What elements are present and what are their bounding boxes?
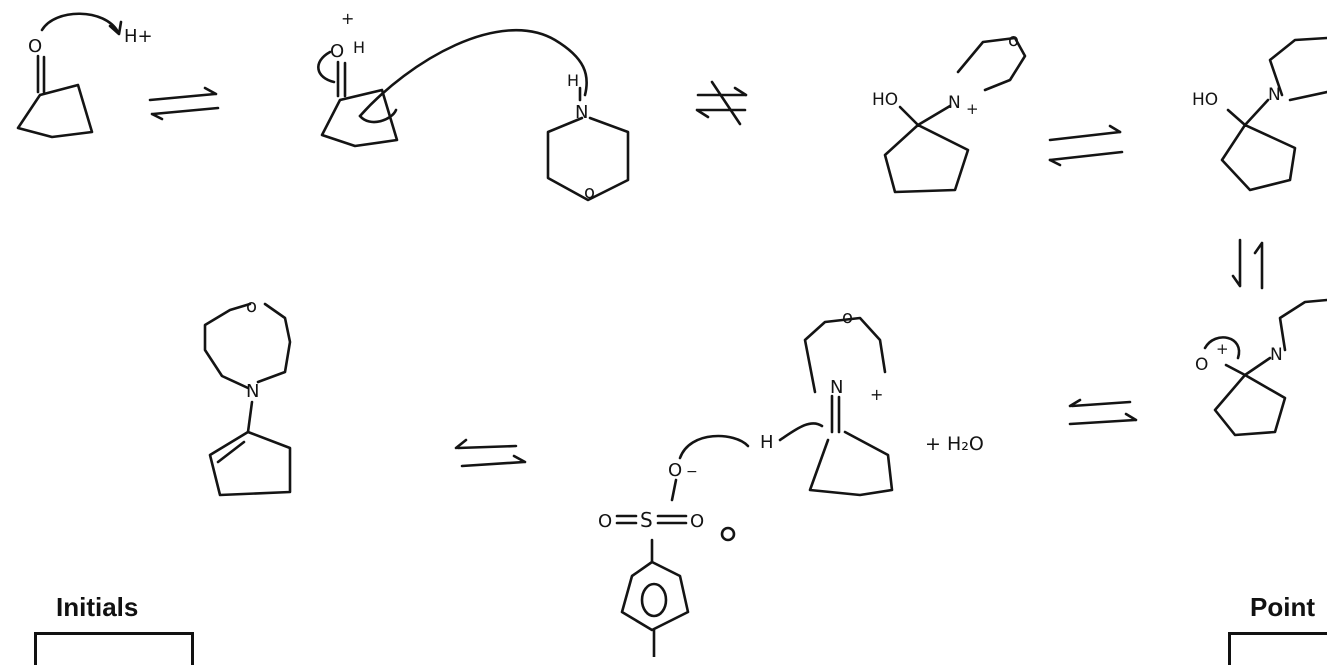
arrow-head — [108, 20, 123, 36]
equilibrium-arrow-2 — [695, 80, 748, 126]
sulfonate-o-right: O — [690, 511, 704, 532]
morpholine-n: N — [575, 102, 588, 123]
morpholine: N H o — [546, 71, 630, 203]
carbinolamine-ho: HO — [1192, 90, 1218, 110]
arrow-curved-pi — [317, 50, 336, 84]
iminium-n: N — [830, 377, 843, 398]
cyclopentanone: O H+ — [16, 12, 153, 139]
oxygen-label: O — [28, 36, 42, 57]
tetrahedral-adduct: HO N + o — [872, 30, 1027, 194]
enamine-product: o N — [203, 296, 292, 497]
attack-arrow — [358, 29, 588, 118]
attack-arrow-tail — [358, 108, 398, 124]
initials-label: Initials — [56, 592, 139, 622]
equilibrium-arrow-5 — [1068, 398, 1138, 426]
iminium-ion: N + o H + H₂O — [760, 307, 984, 497]
sulfonate-o-left: O — [598, 511, 612, 532]
points-label: Point — [1250, 592, 1315, 622]
sulfonate-base: O − O S O — [598, 434, 750, 657]
adduct-n-plus: + — [966, 100, 979, 118]
carbinolamine: HO N — [1192, 36, 1327, 192]
sulfonate-o-charge: − — [686, 464, 698, 480]
iminium-plus: + — [870, 385, 883, 404]
arrow-curved-to-proton — [40, 12, 120, 34]
adduct-n: N — [948, 93, 961, 113]
adduct-o: o — [1008, 30, 1019, 51]
morpholine-o: o — [584, 182, 595, 203]
equilibrium-arrow-1 — [148, 86, 220, 121]
sulfur: S — [640, 508, 653, 532]
ring — [16, 83, 94, 139]
oxonium-h: H — [353, 38, 365, 57]
water-product: + H₂O — [925, 433, 984, 455]
initials-box[interactable] — [34, 632, 194, 665]
hydroxy-h2o: O — [1195, 355, 1208, 375]
proton-label: H+ — [124, 26, 153, 47]
equilibrium-arrow-3 — [1048, 124, 1124, 167]
protonated-carbinolamine: O + N — [1195, 298, 1327, 437]
adduct-ho: HO — [872, 90, 898, 110]
carbinolamine-n: N — [1268, 85, 1281, 105]
iminium-o: o — [842, 307, 853, 328]
plus-charge: + — [1216, 340, 1229, 358]
ring — [320, 88, 399, 148]
morpholine-h: H — [567, 71, 579, 90]
enamine-n: N — [246, 381, 259, 402]
sulfonate-o-top: O — [668, 460, 682, 481]
points-box[interactable] — [1228, 632, 1327, 665]
equilibrium-arrow-6 — [454, 438, 527, 468]
oxonium-label: O — [330, 41, 344, 62]
oxonium-charge: + — [341, 9, 354, 28]
ring-n: N — [1270, 345, 1283, 365]
enamine-o: o — [246, 296, 257, 317]
alpha-h: H — [760, 432, 774, 453]
equilibrium-arrow-4 — [1231, 238, 1264, 290]
protonated-ketone: O H + — [317, 9, 588, 148]
lone-pair-dot — [720, 526, 736, 542]
